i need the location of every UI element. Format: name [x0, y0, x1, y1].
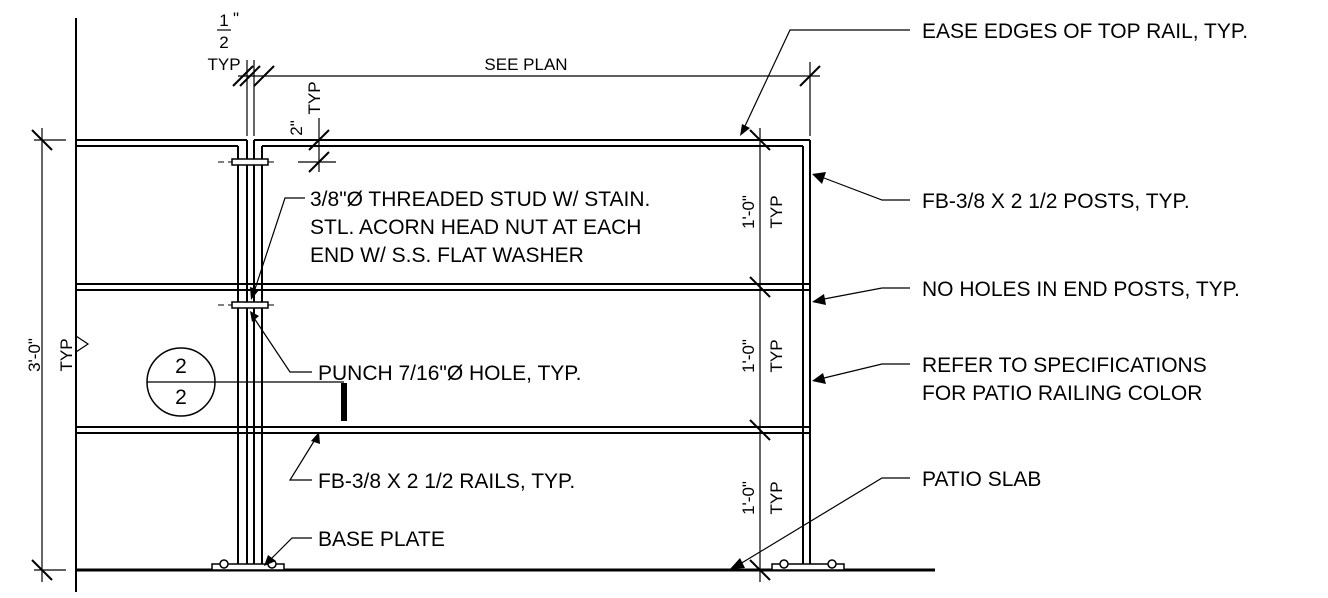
dim-tick [31, 129, 53, 151]
leader-threaded-stud [253, 197, 305, 293]
two-inch-label: 2" [287, 120, 306, 136]
dim-tick [31, 559, 53, 581]
spacing-typ-upper: TYP [767, 195, 786, 228]
note-patio-slab: PATIO SLAB [922, 468, 1041, 491]
note-refer-specs-2: FOR PATIO RAILING COLOR [922, 382, 1202, 405]
note-posts: FB-3/8 X 2 1/2 POSTS, TYP. [922, 190, 1190, 213]
arrowhead-icon [812, 294, 826, 305]
arrowhead-icon [812, 172, 826, 184]
note-punch: PUNCH 7/16"Ø HOLE, TYP. [318, 362, 581, 385]
note-base-plate: BASE PLATE [318, 528, 445, 551]
leader-refer-specs [823, 363, 910, 379]
leader-patio-slab [739, 477, 910, 565]
note-refer-specs-1: REFER TO SPECIFICATIONS [922, 354, 1207, 377]
anchor-bolt-icon [779, 559, 789, 569]
half-inch-denominator: 2 [219, 33, 228, 52]
section-cut-mark [341, 383, 347, 421]
spacing-typ-lower: TYP [767, 481, 786, 514]
section-number: 2 [175, 355, 187, 378]
dim-tick [232, 65, 254, 87]
note-no-holes: NO HOLES IN END POSTS, TYP. [922, 278, 1240, 301]
arrowhead-icon [730, 558, 745, 569]
leader-punch-hole [253, 317, 312, 373]
railing-structure [75, 18, 935, 592]
leader-base-plate [269, 537, 312, 561]
anchor-bolt-icon [219, 559, 229, 569]
sheet-number: 2 [175, 386, 187, 409]
callout-notes: EASE EDGES OF TOP RAIL, TYP. FB-3/8 X 2 … [310, 20, 1248, 551]
half-inch-numerator: 1 [219, 11, 228, 30]
arrowhead-icon [250, 311, 259, 322]
spacing-label-upper: 1'-0" [739, 195, 758, 229]
base-plate-center [211, 563, 285, 571]
anchor-bolt-icon [827, 559, 837, 569]
dim-tick [308, 129, 330, 151]
arrowhead-icon [740, 124, 750, 136]
dim-tick [239, 65, 261, 87]
threaded-stud-lower [231, 301, 269, 309]
overall-height-typ: TYP [57, 338, 76, 371]
base-plate-end [771, 563, 845, 571]
note-stud-2: STL. ACORN HEAD NUT AT EACH [310, 216, 641, 239]
threaded-stud-upper [231, 158, 269, 166]
dim-tick [749, 559, 771, 581]
leader-no-holes [823, 287, 910, 300]
dim-tick [308, 151, 330, 173]
spacing-label-lower: 1'-0" [739, 481, 758, 515]
leader-posts [823, 177, 910, 201]
dimension-lines: 3'-0" TYP SEE PLAN 1 2 " TYP 2" TYP 1'-0… [25, 9, 821, 582]
arrowhead-icon [250, 287, 259, 300]
half-inch-mark: " [233, 9, 239, 28]
dim-tick [749, 129, 771, 151]
note-rails: FB-3/8 X 2 1/2 RAILS, TYP. [318, 470, 575, 493]
break-symbol-icon [75, 335, 90, 353]
arrowhead-icon [812, 373, 826, 384]
overall-height-label: 3'-0" [25, 338, 44, 372]
note-stud-1: 3/8"Ø THREADED STUD W/ STAIN. [310, 188, 650, 211]
section-marker: 2 2 [146, 347, 344, 417]
leader-rails [288, 437, 317, 481]
arrowhead-icon [264, 555, 276, 566]
see-plan-label: SEE PLAN [484, 55, 567, 74]
dim-tick [253, 65, 275, 87]
spacing-label-middle: 1'-0" [739, 339, 758, 373]
dim-tick [749, 276, 771, 298]
dim-tick [749, 419, 771, 441]
two-inch-typ: TYP [305, 81, 324, 114]
note-ease-edges: EASE EDGES OF TOP RAIL, TYP. [922, 20, 1248, 43]
leader-ease-edges [744, 29, 910, 127]
half-inch-typ: TYP [207, 55, 240, 74]
arrowhead-icon [311, 432, 320, 444]
note-stud-3: END W/ S.S. FLAT WASHER [310, 244, 584, 267]
spacing-typ-middle: TYP [767, 339, 786, 372]
dim-tick [799, 65, 821, 87]
leader-lines [250, 29, 910, 569]
